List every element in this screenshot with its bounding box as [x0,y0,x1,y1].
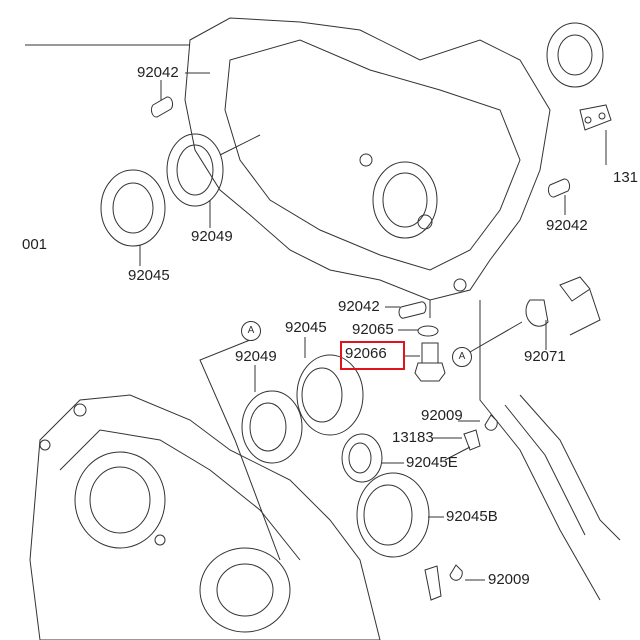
part-label-92042[interactable]: 92042 [137,64,179,81]
lower-crankcase [29,394,381,640]
ref-mark-a-left: A [241,321,261,341]
part-label-92049[interactable]: 92049 [235,348,277,365]
part-label-92066[interactable]: 92066 [345,345,387,362]
part-label-92045[interactable]: 92045 [285,319,327,336]
part-label-92042[interactable]: 92042 [338,298,380,315]
part-label-92009[interactable]: 92009 [421,407,463,424]
part-label-92045e[interactable]: 92045E [406,454,458,471]
part-label-92049[interactable]: 92049 [191,228,233,245]
part-label-001[interactable]: 001 [22,236,48,253]
part-label-13183[interactable]: 13183 [392,429,434,446]
part-label-92042[interactable]: 92042 [546,217,588,234]
highlight-box [340,341,405,370]
part-label-92009[interactable]: 92009 [488,571,530,588]
part-label-92071[interactable]: 92071 [524,348,566,365]
part-label-92065[interactable]: 92065 [352,321,394,338]
part-label-92045b[interactable]: 92045B [446,508,498,525]
part-label-131[interactable]: 131 [613,169,639,186]
upper-crankcase [184,17,551,301]
ref-mark-a-right: A [452,347,472,367]
part-label-92045[interactable]: 92045 [128,267,170,284]
